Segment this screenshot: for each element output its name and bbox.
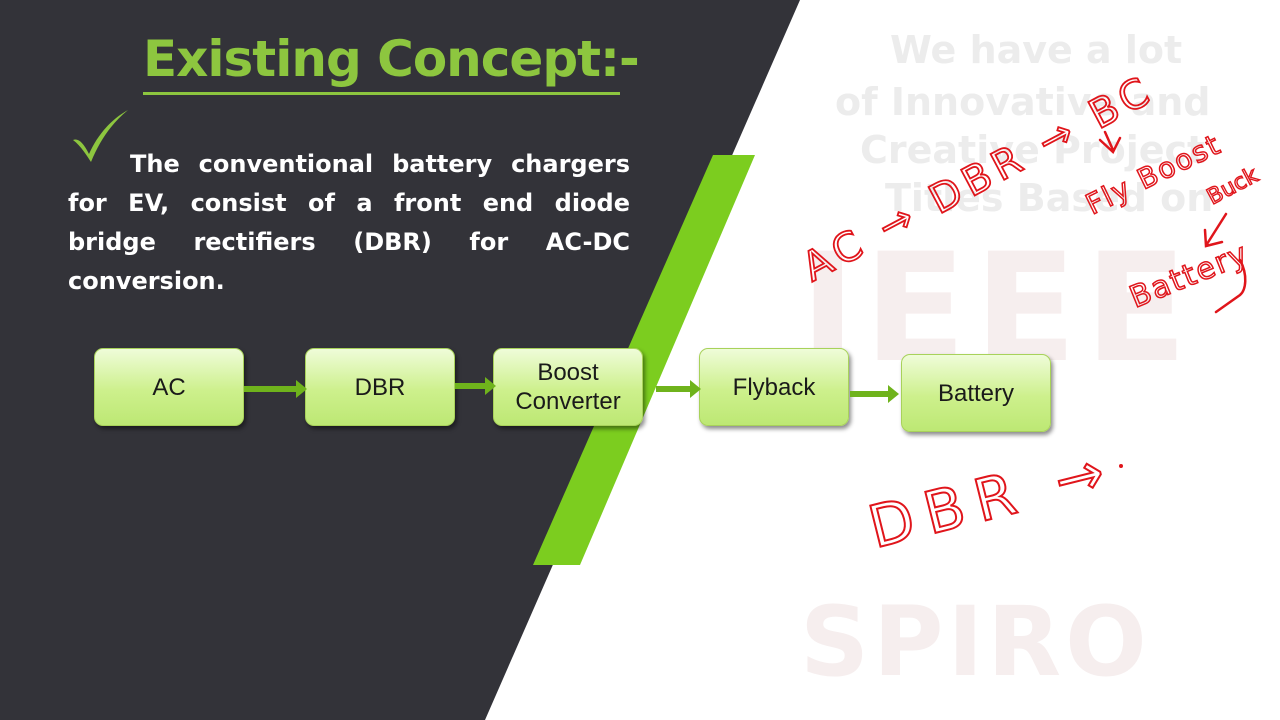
block-battery-label: Battery bbox=[937, 379, 1015, 407]
description-text: The conventional battery chargers for EV… bbox=[68, 145, 630, 301]
block-ac: AC bbox=[94, 348, 244, 426]
watermark-line-3: Creative Project bbox=[860, 128, 1206, 172]
title-underline bbox=[143, 92, 620, 95]
block-dbr: DBR bbox=[305, 348, 455, 426]
block-battery: Battery bbox=[901, 354, 1051, 432]
slide-title: Existing Concept:- bbox=[143, 30, 640, 88]
block-flyback: Flyback bbox=[699, 348, 849, 426]
block-flyback-label: Flyback bbox=[732, 373, 816, 401]
block-dbr-label: DBR bbox=[354, 373, 406, 401]
watermark-line-2: of Innovative and bbox=[835, 80, 1211, 124]
block-boost-label: Boost Converter bbox=[515, 359, 621, 415]
watermark-big-2: SPIRO bbox=[800, 586, 1151, 698]
block-boost-converter: Boost Converter bbox=[493, 348, 643, 426]
watermark-line-4: Titles Based on bbox=[885, 176, 1214, 220]
green-stripe bbox=[533, 155, 755, 565]
checkmark-icon bbox=[73, 110, 128, 162]
block-ac-label: AC bbox=[152, 373, 186, 401]
description-content: The conventional battery chargers for EV… bbox=[68, 150, 630, 295]
watermark-line-1: We have a lot bbox=[890, 28, 1183, 72]
